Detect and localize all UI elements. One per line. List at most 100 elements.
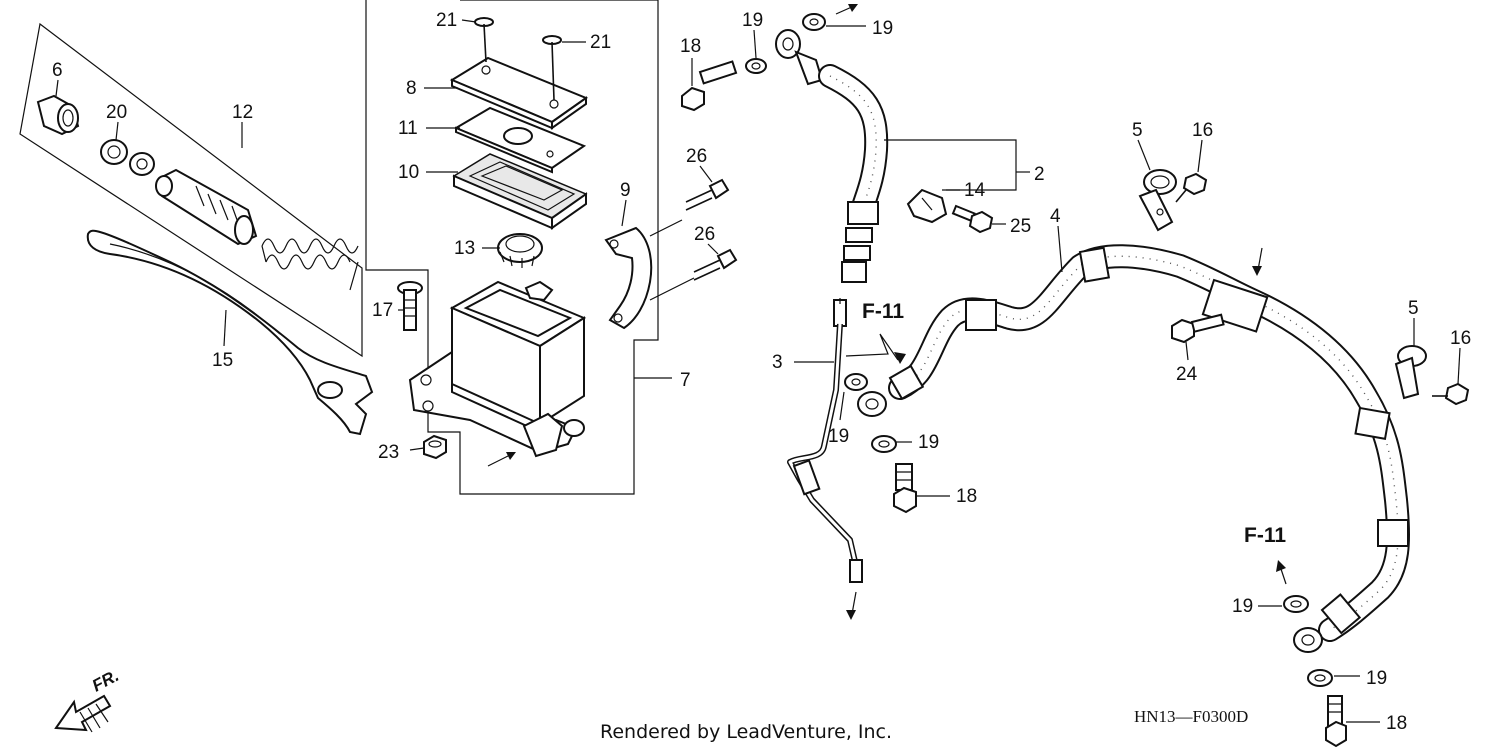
leader-16a — [1197, 139, 1203, 173]
callout-14[interactable]: 14 — [964, 180, 986, 201]
callout-9[interactable]: 9 — [620, 180, 631, 201]
callout-7[interactable]: 7 — [680, 370, 691, 391]
bolt-part-26a[interactable] — [685, 178, 730, 211]
callout-18c[interactable]: 18 — [1386, 713, 1407, 734]
callout-5b[interactable]: 5 — [1408, 298, 1419, 319]
arrow-icon-top — [835, 4, 858, 15]
callout-13[interactable]: 13 — [454, 238, 475, 259]
callout-8[interactable]: 8 — [406, 78, 417, 99]
front-marker-label: FR. — [89, 666, 122, 696]
leader-26b — [707, 243, 719, 255]
callout-19b[interactable]: 19 — [872, 18, 893, 39]
brake-hose-part-2[interactable] — [775, 29, 889, 283]
diaphragm-plate-part-11[interactable] — [453, 106, 587, 174]
credit-line: Rendered by LeadVenture, Inc. — [600, 721, 892, 743]
washer-part-19d[interactable] — [871, 435, 897, 453]
leader-23 — [409, 447, 425, 451]
bolt-part-16b[interactable] — [1432, 382, 1470, 406]
ref-arrow-icon-upper — [894, 352, 906, 364]
callout-19e[interactable]: 19 — [1232, 596, 1253, 617]
callout-21a[interactable]: 21 — [436, 10, 457, 31]
brake-pipe-part-3[interactable] — [787, 299, 863, 583]
clamp-part-5b[interactable] — [1394, 345, 1427, 400]
callout-3[interactable]: 3 — [772, 352, 783, 373]
callout-18a[interactable]: 18 — [680, 36, 701, 57]
washer-part-19b[interactable] — [802, 13, 826, 31]
bolt-part-25[interactable] — [951, 204, 994, 234]
bolt-part-18c[interactable] — [1325, 695, 1347, 748]
callout-11[interactable]: 11 — [398, 118, 418, 139]
callout-18b[interactable]: 18 — [956, 486, 977, 507]
washer-part-19a[interactable] — [745, 58, 767, 74]
reference-f11-lower[interactable]: F-11 — [1244, 524, 1286, 547]
cap-part-13[interactable] — [497, 233, 543, 268]
callout-21b[interactable]: 21 — [590, 32, 611, 53]
leader-15 — [223, 309, 227, 347]
leader-19c — [839, 391, 845, 421]
leader-4 — [1057, 225, 1063, 273]
callout-26b[interactable]: 26 — [694, 224, 715, 245]
callout-2[interactable]: 2 — [1034, 164, 1045, 185]
assembly-7-outline — [365, 0, 659, 495]
clamp-bolt-link-2 — [649, 277, 695, 301]
callout-20[interactable]: 20 — [106, 102, 127, 123]
leader-5a — [1137, 139, 1151, 171]
piston-kit-12-outline — [19, 22, 363, 358]
callout-23[interactable]: 23 — [378, 442, 399, 463]
callout-10[interactable]: 10 — [398, 162, 419, 183]
bolt-part-18a[interactable] — [681, 60, 738, 112]
bolt-part-18b[interactable] — [893, 463, 917, 514]
diagram-code: HN13—F0300D — [1134, 707, 1248, 726]
brake-hose-part-4[interactable] — [857, 244, 1411, 653]
callout-25[interactable]: 25 — [1010, 216, 1031, 237]
spring[interactable] — [261, 238, 359, 291]
washer-part-19e[interactable] — [1283, 595, 1309, 613]
reference-f11-upper[interactable]: F-11 — [862, 300, 904, 323]
callout-19f[interactable]: 19 — [1366, 668, 1387, 689]
bolt-part-24[interactable] — [1171, 313, 1225, 344]
reservoir-cover-part-8[interactable] — [449, 56, 589, 130]
callout-19c[interactable]: 19 — [828, 426, 849, 447]
leader-6 — [55, 79, 59, 97]
piston[interactable] — [155, 168, 258, 246]
callout-19d[interactable]: 19 — [918, 432, 939, 453]
front-arrow-icon — [54, 694, 112, 733]
callout-15[interactable]: 15 — [212, 350, 233, 371]
leader-24 — [1185, 341, 1189, 361]
callout-26a[interactable]: 26 — [686, 146, 707, 167]
arrow-icon-hose-top — [1252, 247, 1263, 276]
callout-17[interactable]: 17 — [372, 300, 393, 321]
leader-2 — [884, 139, 1017, 191]
callout-5a[interactable]: 5 — [1132, 120, 1143, 141]
callout-16b[interactable]: 16 — [1450, 328, 1471, 349]
callout-4[interactable]: 4 — [1050, 206, 1061, 227]
callout-16a[interactable]: 16 — [1192, 120, 1213, 141]
diaphragm-part-10[interactable] — [452, 153, 588, 230]
bolt-part-17[interactable] — [397, 281, 423, 331]
callout-6[interactable]: 6 — [52, 60, 63, 81]
ref-arrow-icon-lower — [1276, 560, 1287, 585]
washer-part-19c[interactable] — [844, 373, 868, 391]
nut-part-23[interactable] — [423, 434, 447, 460]
washer-part-19f[interactable] — [1307, 669, 1333, 687]
clamp-part-5a[interactable] — [1138, 169, 1177, 232]
callout-24[interactable]: 24 — [1176, 364, 1198, 385]
leader-20 — [115, 121, 119, 141]
clamp-bolt-link — [649, 219, 683, 237]
bolt-part-16a[interactable] — [1175, 172, 1208, 203]
callout-12[interactable]: 12 — [232, 102, 253, 123]
bolt-part-26b[interactable] — [693, 248, 738, 281]
leader-9 — [621, 199, 627, 227]
screw-part-21a[interactable] — [474, 17, 494, 63]
clamp-part-9[interactable] — [604, 226, 653, 330]
callout-19a[interactable]: 19 — [742, 10, 763, 31]
clip-part-14[interactable] — [906, 188, 948, 224]
brake-lever-part-15[interactable] — [86, 229, 374, 436]
master-cylinder-body[interactable] — [408, 280, 587, 458]
screw-part-21b[interactable] — [542, 35, 562, 101]
arrow-icon-body — [487, 452, 516, 467]
boot-part-6[interactable] — [36, 94, 80, 136]
circlip-part-20[interactable] — [100, 139, 155, 176]
